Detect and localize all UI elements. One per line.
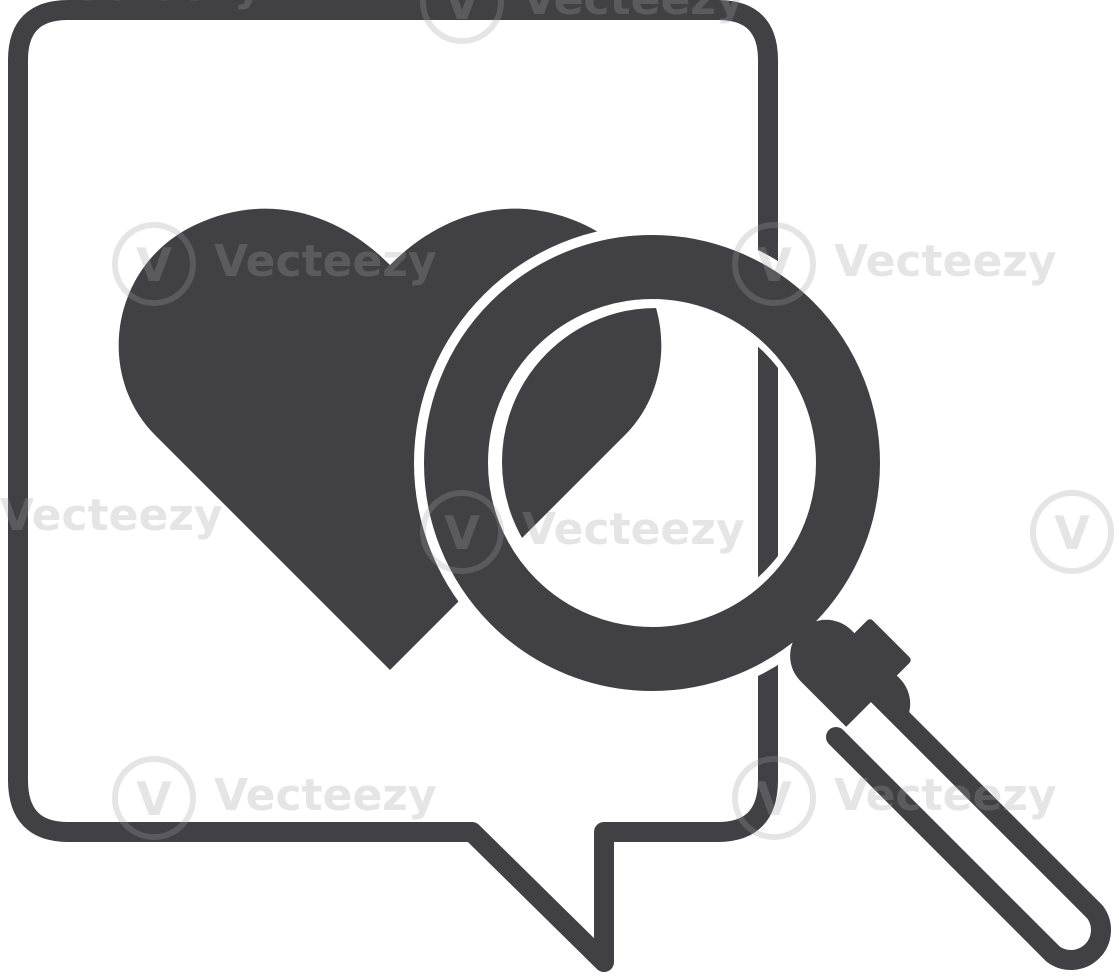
magnifying-glass-icon — [424, 235, 880, 691]
magnifier-grip — [826, 685, 1111, 970]
speech-bubble-icon — [8, 0, 778, 972]
